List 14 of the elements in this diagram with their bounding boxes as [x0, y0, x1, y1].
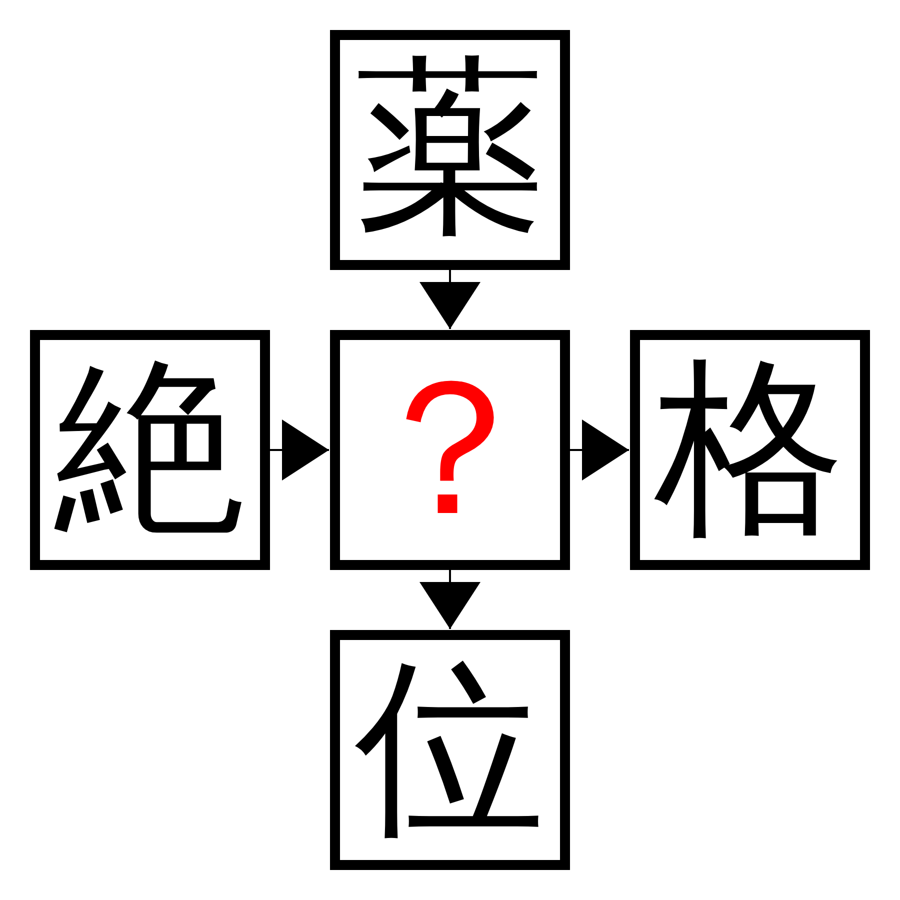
kanji-character: 格 [655, 355, 845, 545]
arrow [420, 570, 480, 629]
question-mark: ？ [355, 355, 545, 545]
character-box [630, 330, 870, 570]
arrow [420, 270, 480, 329]
arrow [270, 420, 329, 480]
character-box [330, 30, 570, 270]
character-box [330, 630, 570, 870]
kanji-character: 位 [355, 655, 545, 845]
kanji-character: 薬 [355, 55, 545, 245]
character-box [30, 330, 270, 570]
character-box [330, 330, 570, 570]
kanji-character: 絶 [55, 355, 245, 545]
arrow [570, 420, 629, 480]
